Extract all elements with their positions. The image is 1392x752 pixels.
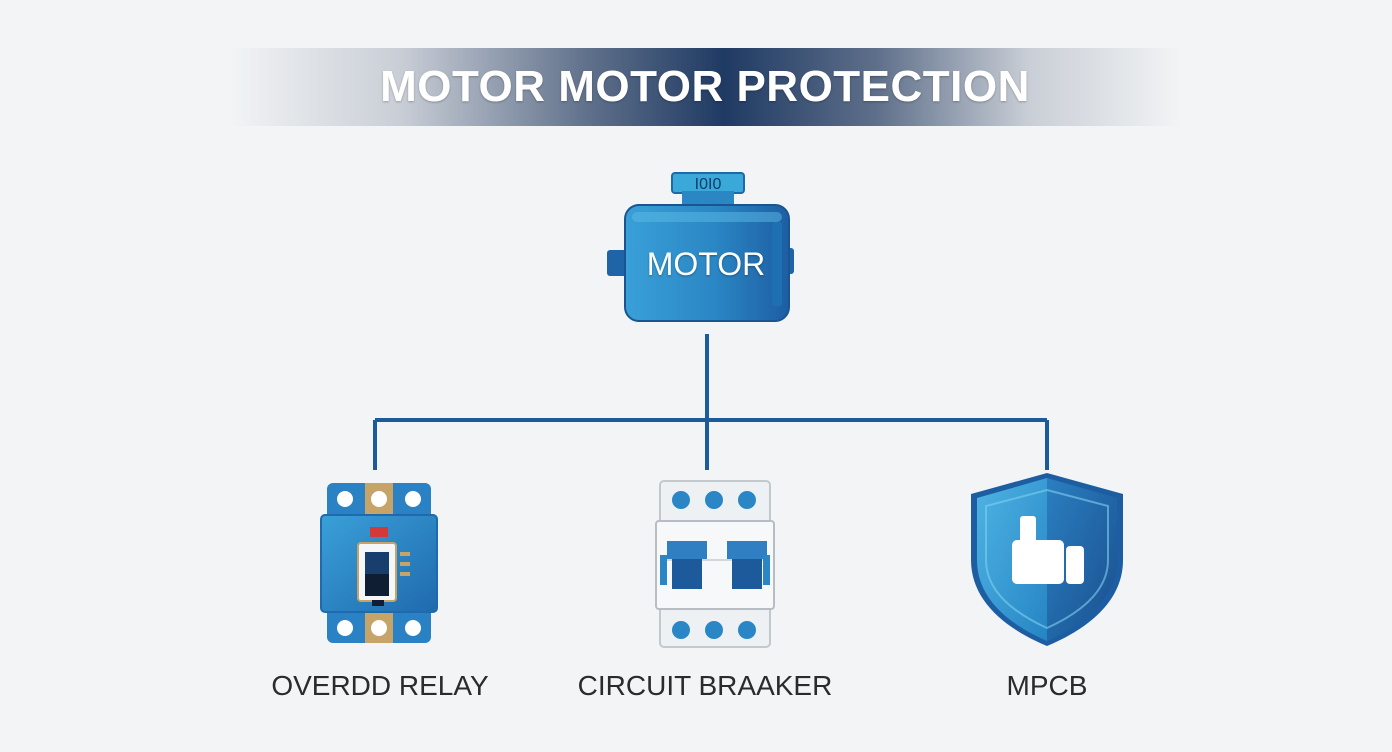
motor-icon: I0I0 [607, 172, 794, 322]
overload-relay-label: OVERDD RELAY [271, 670, 489, 701]
motor-terminal-text: I0I0 [695, 176, 722, 193]
motor-label: MOTOR [646, 246, 766, 282]
connector-lines [373, 334, 1049, 470]
page-title: MOTOR MOTOR PROTECTION [380, 62, 1030, 111]
mpcb-label: MPCB [1006, 670, 1088, 701]
shield-thumb-icon [971, 473, 1123, 646]
overload-relay-icon [320, 483, 438, 643]
circuit-breaker-label: CIRCUIT BRAAKER [577, 670, 833, 701]
circuit-breaker-icon [655, 480, 775, 648]
title-banner: MOTOR MOTOR PROTECTION [230, 48, 1180, 126]
